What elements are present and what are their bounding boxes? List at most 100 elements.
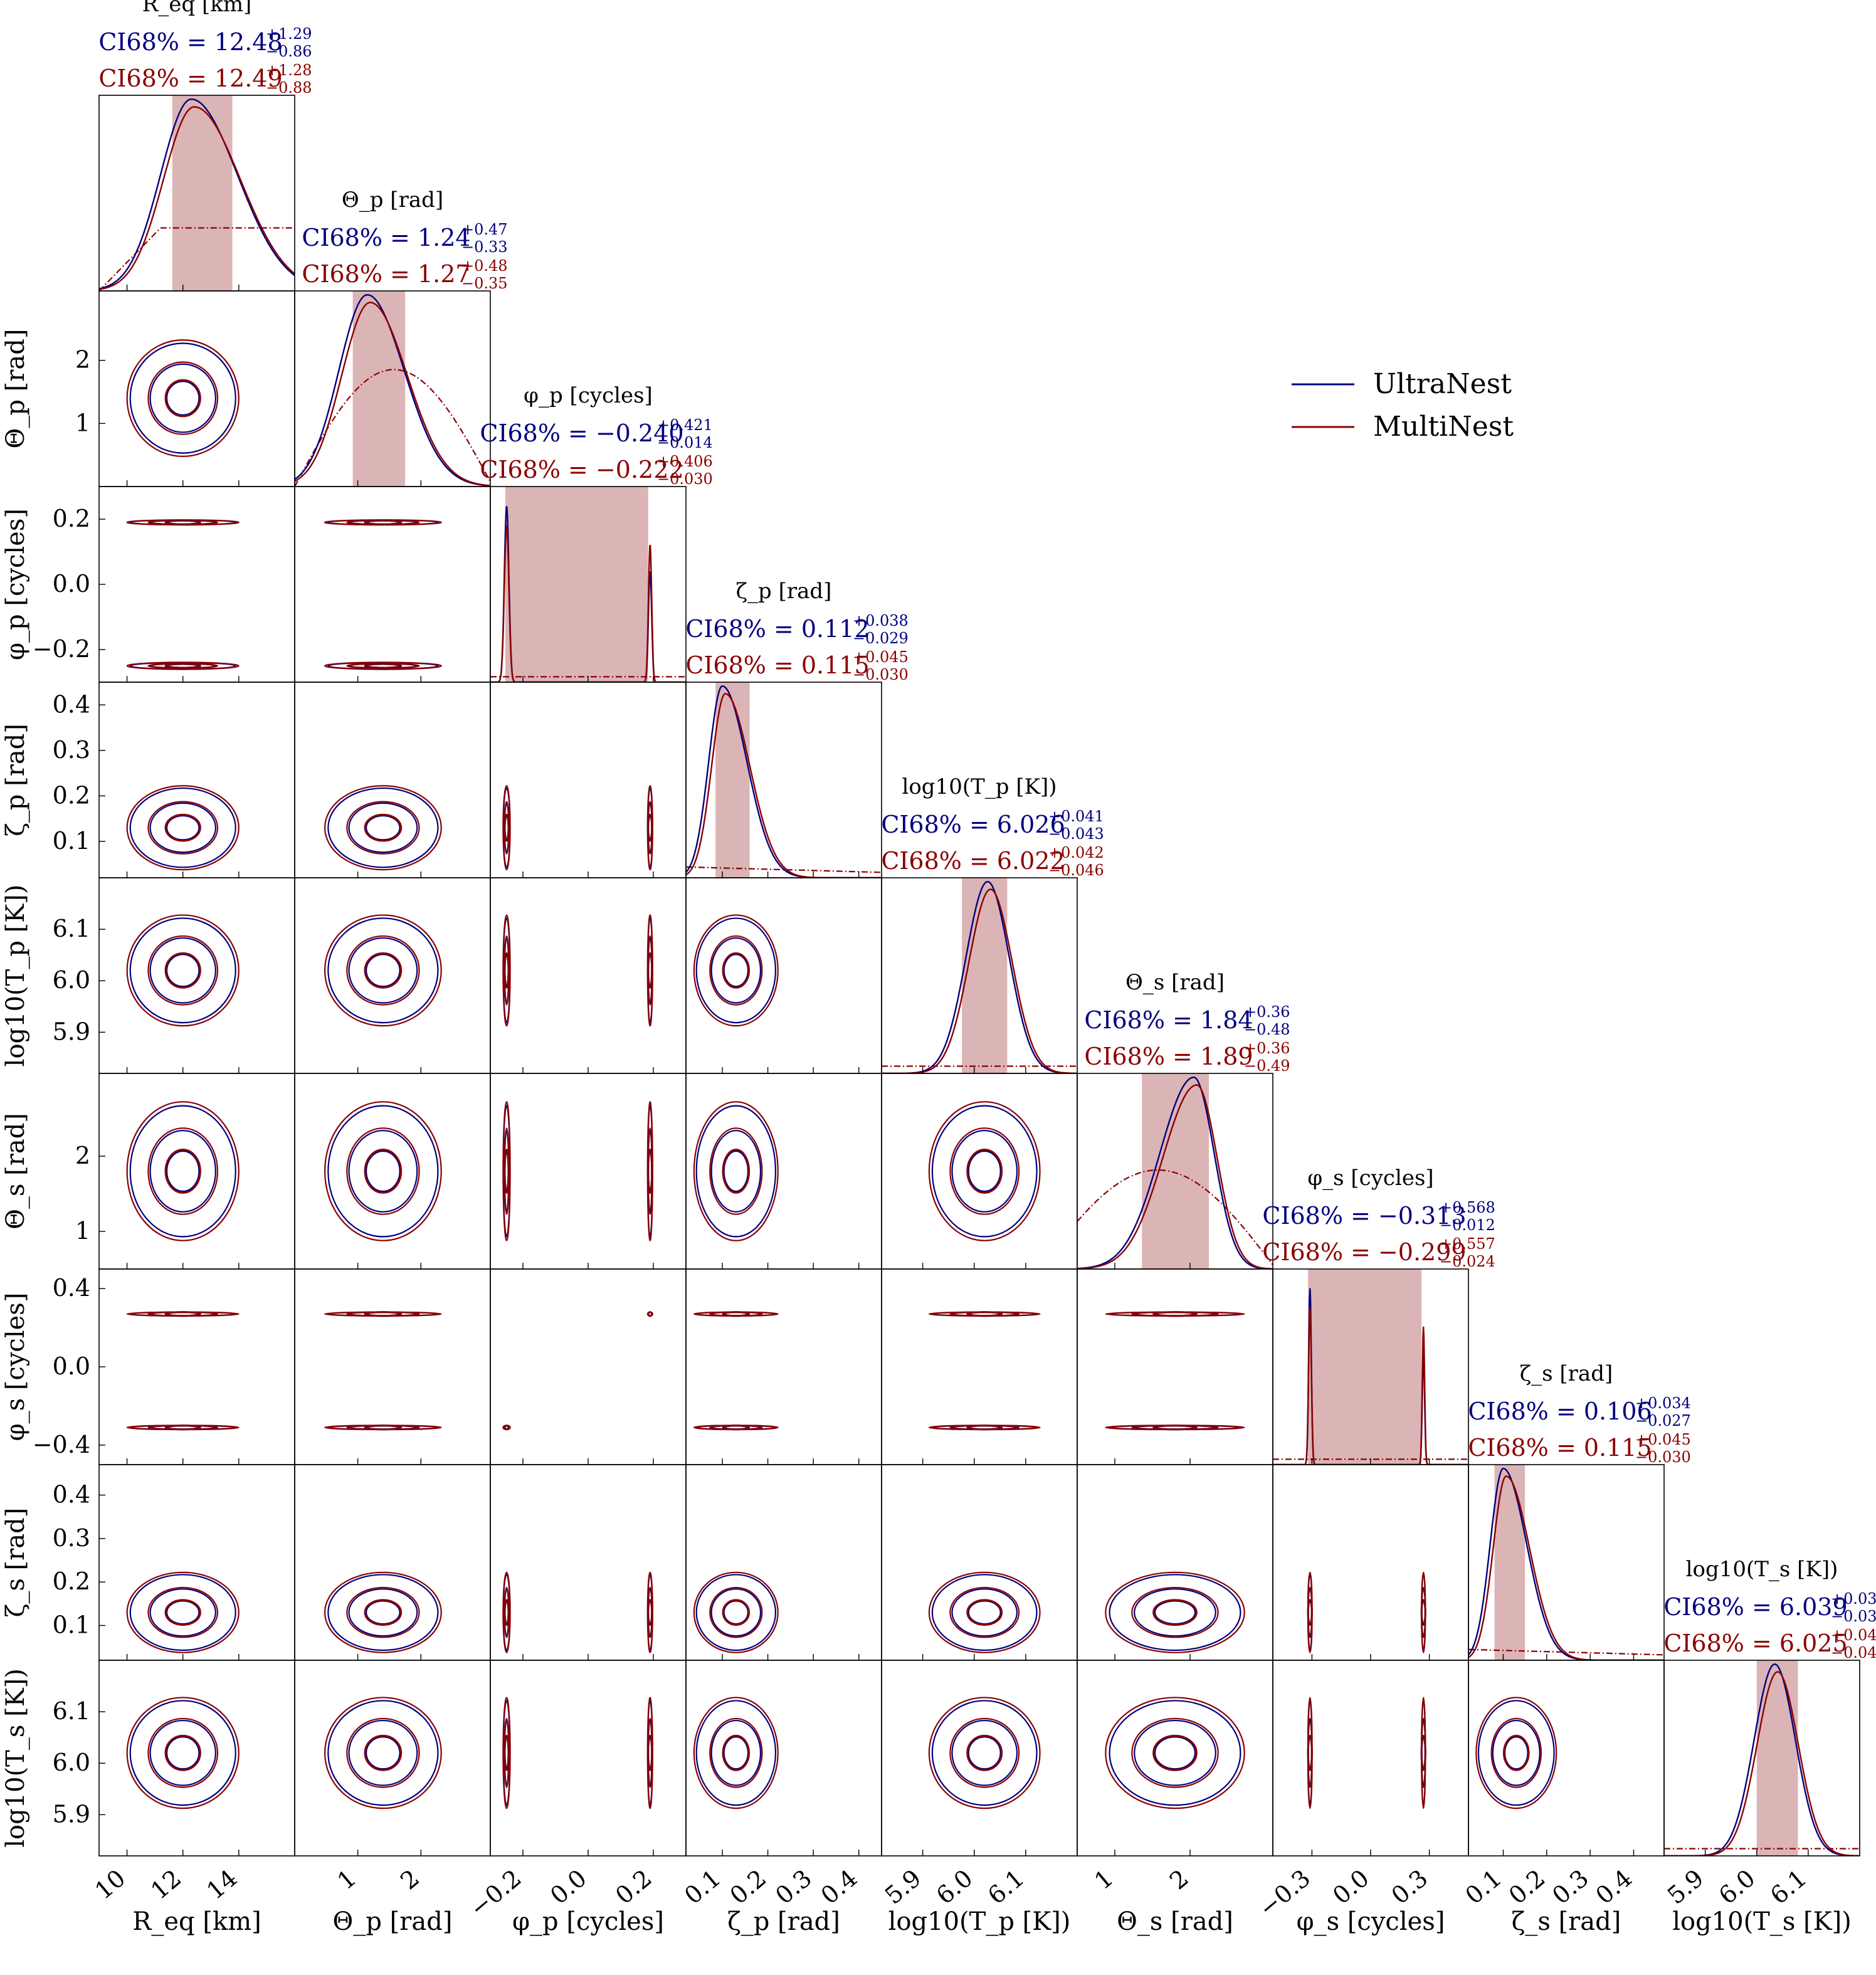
panel-frame xyxy=(1077,1464,1273,1661)
ci-lower: −0.027 xyxy=(1635,1412,1691,1430)
param-title: Θ_p [rad] xyxy=(342,187,443,213)
UltraNest-contour xyxy=(710,1588,762,1637)
panel-phi_s-vs-phi_p xyxy=(490,1268,687,1465)
panel-frame xyxy=(881,1660,1078,1856)
axis-label: 0.1 xyxy=(53,827,90,855)
UltraNest-contour xyxy=(129,1700,236,1806)
MultiNest-contour xyxy=(164,952,201,989)
ci-label: CI68% = 0.112 xyxy=(685,615,869,643)
UltraNest-density xyxy=(99,98,295,290)
credible-band xyxy=(352,291,406,487)
axis-label: 1 xyxy=(75,409,90,436)
MultiNest-contour xyxy=(928,1571,1041,1653)
MultiNest-contour xyxy=(1105,1311,1245,1317)
param-title: ζ_s [rad] xyxy=(1520,1361,1613,1386)
MultiNest-contour xyxy=(147,1127,219,1215)
axis-label: 6.0 xyxy=(1714,1864,1761,1910)
panel-phi_s-vs-Theta_s xyxy=(1077,1268,1273,1465)
panel-Theta_p-vs-Req: 12Θ_p [rad] xyxy=(1,290,295,487)
MultiNest-contour xyxy=(928,1697,1041,1809)
MultiNest-contour xyxy=(346,520,420,525)
credible-band xyxy=(172,95,233,291)
axis-label: 2 xyxy=(75,1142,90,1169)
contours xyxy=(324,785,442,871)
MultiNest-contour xyxy=(646,1697,653,1809)
panel-frame xyxy=(98,1073,295,1270)
MultiNest-contour xyxy=(147,935,219,1006)
ci-lower: −0.030 xyxy=(1635,1448,1691,1466)
ci-label: CI68% = 6.022 xyxy=(881,847,1065,875)
UltraNest-contour xyxy=(931,1105,1038,1238)
prior-curve xyxy=(1077,1169,1273,1266)
UltraNest-contour xyxy=(166,1599,201,1625)
MultiNest-contour xyxy=(709,1127,763,1215)
ci-upper: +0.038 xyxy=(853,612,909,629)
panel-frame xyxy=(490,877,687,1074)
panel-frame xyxy=(490,1660,687,1856)
MultiNest-contour xyxy=(126,1571,240,1653)
panel-phi_p-vs-Req: −0.20.00.2φ_p [cycles] xyxy=(1,486,295,683)
axis-label: 6.1 xyxy=(53,1697,90,1725)
MultiNest-contour xyxy=(647,801,653,855)
UltraNest-contour xyxy=(348,937,418,1004)
MultiNest-contour xyxy=(126,519,240,526)
MultiNest-contour xyxy=(346,801,420,855)
axis-label: −0.4 xyxy=(33,1431,90,1458)
contours xyxy=(928,1697,1041,1809)
contours xyxy=(126,519,240,670)
MultiNest-contour xyxy=(164,1599,201,1626)
axis-label: 0.4 xyxy=(816,1864,863,1910)
ci-upper: +0.042 xyxy=(1048,844,1104,861)
axis-label: 0.1 xyxy=(53,1611,90,1639)
ci-label: CI68% = −0.313 xyxy=(1262,1202,1466,1230)
prior-curve xyxy=(1468,1648,1664,1656)
MultiNest-contour xyxy=(693,914,779,1027)
MultiNest-contour xyxy=(346,1127,420,1215)
diag-panel-phi_p: φ_p [cycles]CI68% = −0.240+0.421−0.014CI… xyxy=(480,383,713,683)
credible-band xyxy=(505,487,648,682)
panel-frame xyxy=(98,1660,295,1856)
axis-label: 0.4 xyxy=(1591,1864,1638,1910)
ci-upper: +0.045 xyxy=(1635,1431,1691,1448)
MultiNest-contour xyxy=(646,785,653,871)
panel-frame xyxy=(98,486,295,683)
ci-label: CI68% = −0.222 xyxy=(480,456,683,483)
ci-upper: +0.48 xyxy=(461,257,508,275)
axis-label: Θ_p [rad] xyxy=(1,329,30,449)
MultiNest-contour xyxy=(346,663,420,669)
ci-label: CI68% = −0.240 xyxy=(480,419,683,447)
UltraNest-contour xyxy=(348,1719,418,1786)
MultiNest-contour xyxy=(1307,1571,1313,1653)
MultiNest-contour xyxy=(364,1734,403,1771)
ci-lower: −0.046 xyxy=(1048,861,1104,879)
ci-lower: −0.35 xyxy=(461,275,508,292)
UltraNest-contour xyxy=(149,1588,216,1637)
MultiNest-contour xyxy=(503,1717,510,1788)
MultiNest-contour xyxy=(709,935,763,1006)
axis-label: R_eq [km] xyxy=(132,1907,261,1936)
ci-lower: −0.86 xyxy=(266,43,312,60)
contours xyxy=(324,519,442,670)
panel-logTp-vs-Theta_p xyxy=(294,877,491,1074)
prior-curve xyxy=(686,866,882,873)
ci-label: CI68% = 1.84 xyxy=(1084,1006,1253,1034)
MultiNest-contour xyxy=(364,1599,403,1626)
diag-panel-logTs: log10(T_s [K])CI68% = 6.039+0.038−0.038C… xyxy=(1662,1557,1876,1936)
axis-label: log10(T_s [K]) xyxy=(1,1668,30,1848)
UltraNest-contour xyxy=(365,814,401,841)
UltraNest-contour xyxy=(327,1105,439,1238)
contours xyxy=(324,1101,442,1241)
contours xyxy=(693,1697,779,1809)
MultiNest-density xyxy=(99,106,295,290)
ci-label: CI68% = −0.299 xyxy=(1262,1238,1466,1266)
axis-label: 0.2 xyxy=(53,1567,90,1595)
diag-panel-logTp: log10(T_p [K])CI68% = 6.026+0.041−0.043C… xyxy=(881,774,1104,1074)
MultiNest-contour xyxy=(346,1586,420,1638)
UltraNest-contour xyxy=(166,953,201,988)
panel-logTp-vs-phi_p xyxy=(490,877,687,1074)
MultiNest-contour xyxy=(1105,1425,1245,1431)
